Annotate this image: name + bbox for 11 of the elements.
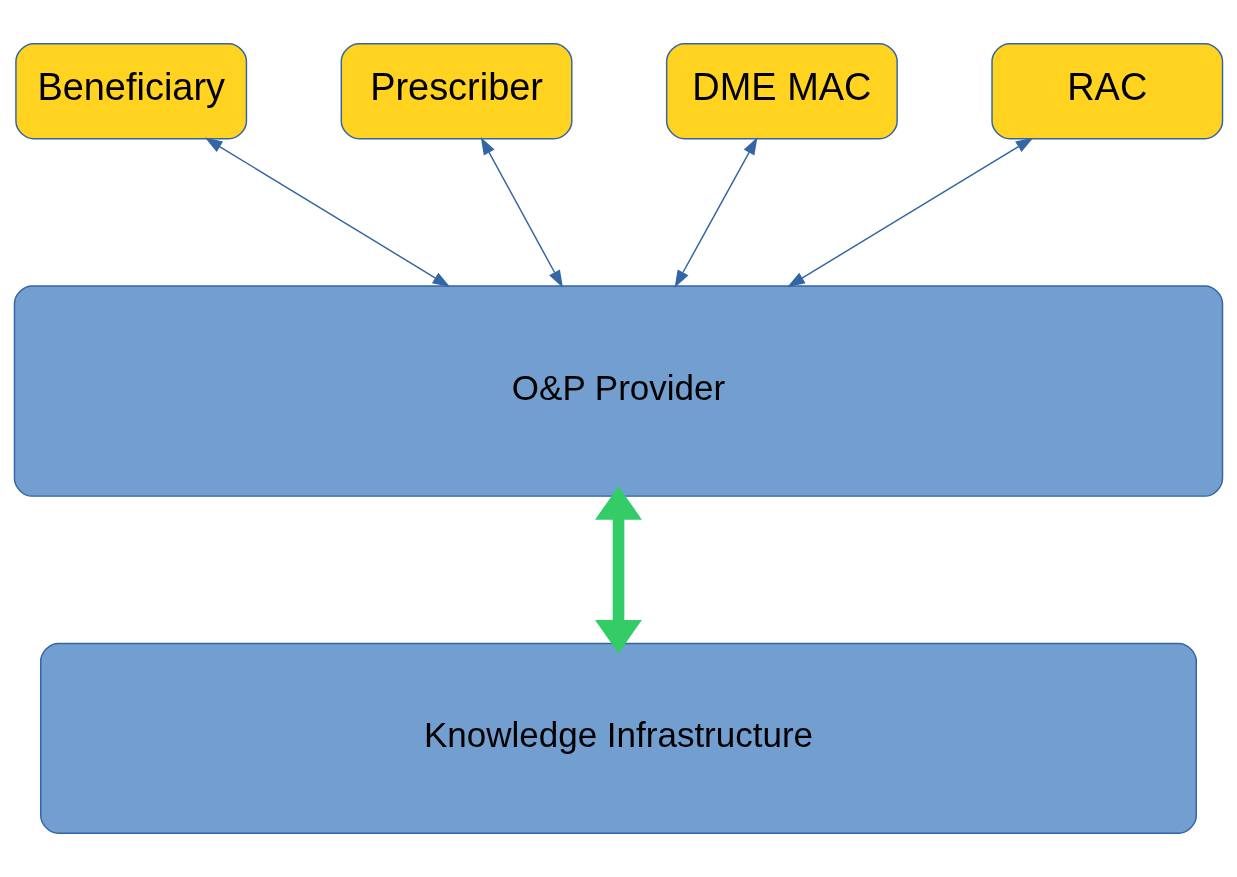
arrow bbox=[480, 137, 563, 288]
node-box: RAC bbox=[991, 43, 1224, 140]
node-box: Knowledge Infrastructure bbox=[40, 642, 1197, 834]
node-box: DME MAC bbox=[665, 43, 898, 140]
arrow bbox=[204, 137, 451, 288]
arrow bbox=[787, 137, 1034, 287]
node-box: Beneficiary bbox=[15, 43, 248, 140]
arrow bbox=[674, 137, 758, 288]
arrow bbox=[595, 486, 642, 654]
node-box: Prescriber bbox=[340, 43, 573, 140]
node-box: O&P Provider bbox=[13, 285, 1224, 497]
